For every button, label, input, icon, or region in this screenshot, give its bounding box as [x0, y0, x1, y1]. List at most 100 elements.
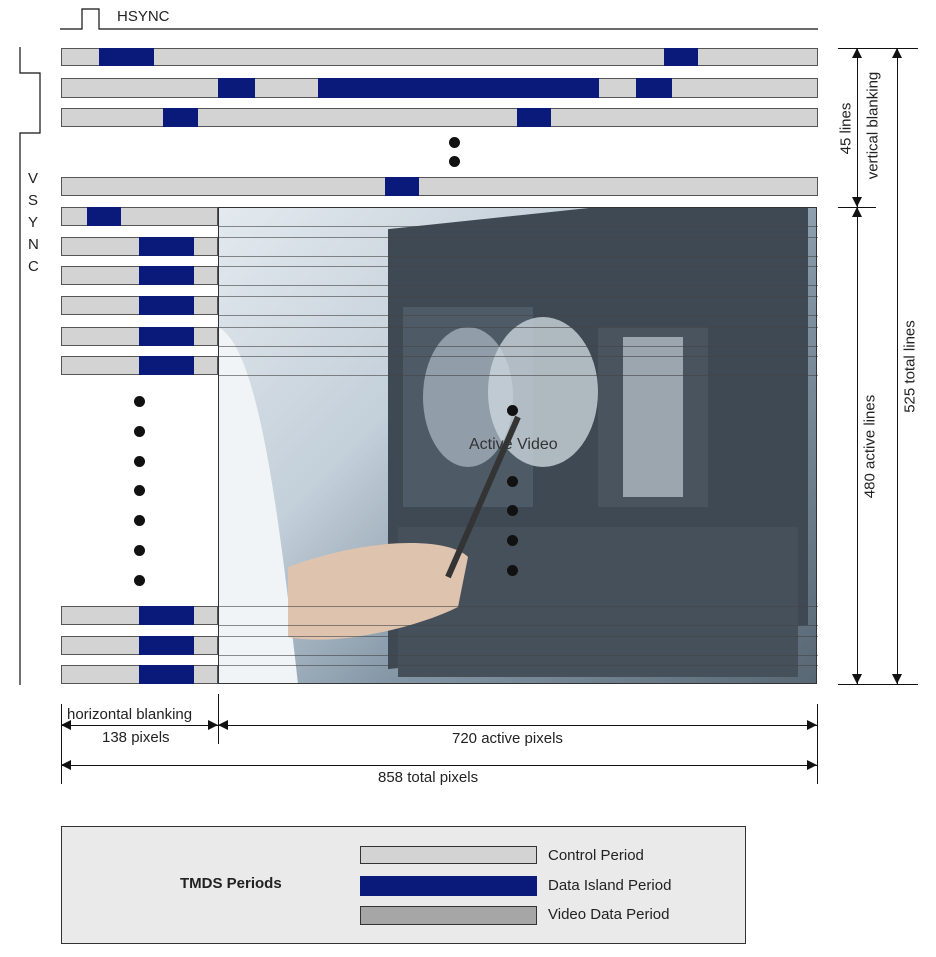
total-pixels-label: 858 total pixels — [378, 769, 479, 786]
row-boundary — [218, 327, 818, 328]
horizontal-blanking-label: horizontal blanking — [67, 706, 193, 723]
active-video-border — [218, 207, 817, 684]
ellipsis-dot — [449, 137, 460, 148]
data-island — [385, 177, 419, 196]
data-island — [636, 78, 672, 98]
total-lines-arrow — [897, 48, 898, 684]
total-pixels-arrow — [61, 765, 817, 766]
legend-box: TMDS Periods Control Period Data Island … — [61, 826, 746, 944]
row-boundary — [218, 256, 818, 257]
data-island — [139, 296, 194, 315]
row-boundary — [218, 315, 818, 316]
row-boundary — [218, 285, 818, 286]
blanking-row — [61, 48, 818, 66]
ellipsis-dot — [134, 426, 145, 437]
row-boundary — [218, 296, 818, 297]
vsync-waveform — [19, 47, 41, 685]
data-island — [139, 606, 194, 625]
row-boundary — [218, 266, 818, 267]
legend-label-control: Control Period — [548, 847, 644, 864]
ellipsis-dot — [134, 456, 145, 467]
ellipsis-dot — [507, 476, 518, 487]
legend-title: TMDS Periods — [180, 875, 282, 892]
arrow-head — [892, 674, 902, 684]
vertical-blanking-label: vertical blanking — [864, 71, 882, 180]
data-island — [664, 48, 698, 66]
arrow-head — [852, 674, 862, 684]
horizontal-blanking-arrow — [61, 725, 218, 726]
row-boundary — [218, 625, 818, 626]
data-island — [139, 237, 194, 256]
ellipsis-dot — [134, 545, 145, 556]
data-island — [87, 207, 121, 226]
row-boundary — [218, 356, 818, 357]
legend-swatch-control — [360, 846, 537, 864]
data-island — [139, 665, 194, 684]
hsync-waveform — [60, 8, 818, 30]
arrow-head — [852, 48, 862, 58]
arrow-head — [892, 48, 902, 58]
vsync-letter: C — [28, 258, 39, 275]
hblank-row — [61, 207, 218, 226]
row-boundary — [218, 346, 818, 347]
arrow-head — [218, 720, 228, 730]
ellipsis-dot — [507, 535, 518, 546]
active-lines-arrow — [857, 207, 858, 684]
dimension-tick — [838, 48, 918, 49]
legend-swatch-data-island — [360, 876, 537, 896]
vertical-blanking-arrow — [857, 48, 858, 207]
active-pixels-arrow — [218, 725, 817, 726]
data-island — [139, 356, 194, 375]
hsync-label: HSYNC — [117, 8, 170, 25]
arrow-head — [61, 760, 71, 770]
ellipsis-dot — [134, 515, 145, 526]
row-boundary — [218, 226, 818, 227]
arrow-head — [208, 720, 218, 730]
arrow-head — [807, 720, 817, 730]
arrow-head — [807, 760, 817, 770]
row-boundary — [218, 665, 818, 666]
ellipsis-dot — [507, 405, 518, 416]
video-overlay — [218, 207, 817, 684]
vsync-letter: V — [28, 170, 39, 187]
total-lines-label: 525 total lines — [901, 320, 919, 413]
vsync-letter: N — [28, 236, 39, 253]
row-boundary — [218, 375, 818, 376]
dimension-tick — [838, 684, 918, 685]
blanking-lines-label: 45 lines — [837, 102, 855, 155]
dimension-tick — [817, 704, 818, 784]
ellipsis-dot — [134, 485, 145, 496]
data-island — [139, 636, 194, 655]
row-boundary — [218, 606, 818, 607]
vsync-letter: S — [28, 192, 39, 209]
data-island — [139, 327, 194, 346]
legend-label-video: Video Data Period — [548, 906, 670, 923]
dimension-tick — [218, 694, 219, 744]
blanking-row — [61, 108, 818, 127]
data-island — [99, 48, 154, 66]
data-island — [163, 108, 198, 127]
dimension-tick — [61, 704, 62, 784]
ellipsis-dot — [134, 575, 145, 586]
data-island — [517, 108, 551, 127]
active-lines-label: 480 active lines — [861, 394, 879, 499]
vsync-letter: Y — [28, 214, 39, 231]
blanking-row — [61, 177, 818, 196]
data-island — [318, 78, 599, 98]
active-pixels-label: 720 active pixels — [452, 730, 563, 747]
ellipsis-dot — [507, 505, 518, 516]
blanking-pixels-label: 138 pixels — [102, 729, 170, 746]
data-island — [218, 78, 255, 98]
legend-label-data-island: Data Island Period — [548, 877, 672, 894]
active-video-label: Active Video — [469, 436, 558, 453]
ellipsis-dot — [507, 565, 518, 576]
ellipsis-dot — [449, 156, 460, 167]
data-island — [139, 266, 194, 285]
row-boundary — [218, 636, 818, 637]
ellipsis-dot — [134, 396, 145, 407]
row-boundary — [218, 237, 818, 238]
arrow-head — [852, 197, 862, 207]
arrow-head — [852, 207, 862, 217]
arrow-head — [61, 720, 71, 730]
row-boundary — [218, 655, 818, 656]
